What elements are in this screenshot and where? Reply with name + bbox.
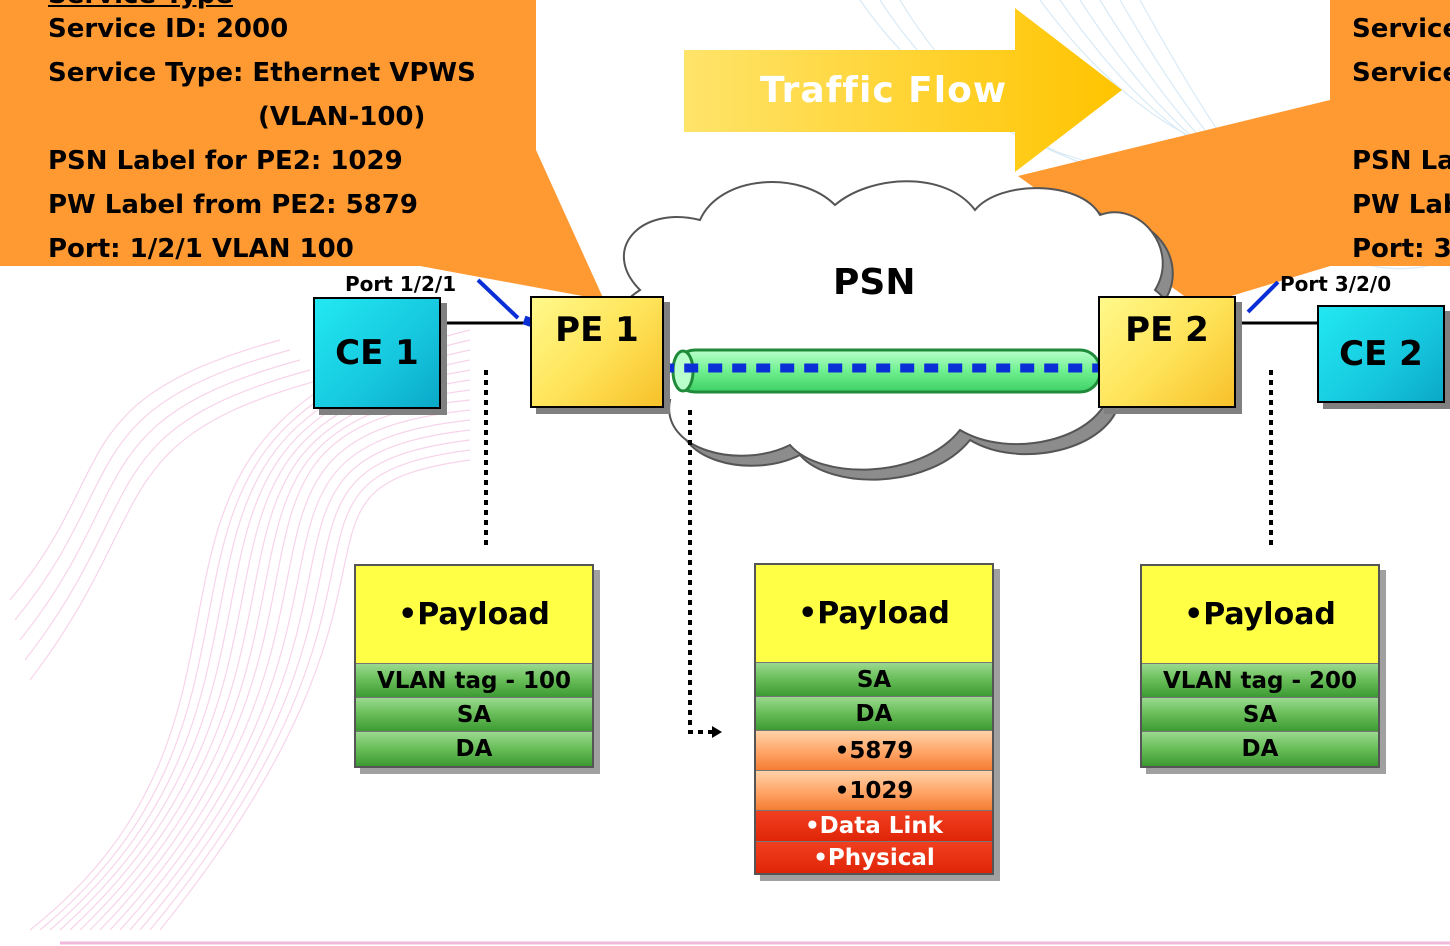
- right-callout-line-1: Service: [1352, 14, 1450, 44]
- left-callout-heading: Service Type: [48, 0, 233, 10]
- ce2-node: CE 2: [1317, 305, 1445, 403]
- left-vlan-cell: VLAN tag - 100: [356, 664, 592, 698]
- psn-label-cell: •1029: [756, 771, 992, 811]
- middle-da-cell: DA: [756, 697, 992, 731]
- right-payload-cell: •Payload: [1142, 566, 1378, 664]
- ce1-node: CE 1: [313, 297, 441, 409]
- port-left-label: Port 1/2/1: [345, 272, 457, 296]
- left-callout-service-type: Service Type: Ethernet VPWS: [48, 58, 476, 88]
- middle-payload-cell: •Payload: [756, 565, 992, 663]
- middle-sa-cell: SA: [756, 663, 992, 697]
- left-callout: Service Type Service ID: 2000 Service Ty…: [0, 0, 536, 266]
- data-link-cell: •Data Link: [756, 811, 992, 842]
- right-callout-line-3: PSN La: [1352, 146, 1450, 176]
- left-da-cell: DA: [356, 732, 592, 766]
- port-right-label: Port 3/2/0: [1280, 272, 1392, 296]
- left-callout-service-id: Service ID: 2000: [48, 14, 289, 44]
- left-callout-psn-label: PSN Label for PE2: 1029: [48, 146, 403, 176]
- port-right-pointer: [1246, 280, 1280, 314]
- right-callout-line-2: Service: [1352, 58, 1450, 88]
- right-sa-cell: SA: [1142, 698, 1378, 732]
- left-callout-port: Port: 1/2/1 VLAN 100: [48, 234, 354, 264]
- left-frame-stack: •Payload VLAN tag - 100 SA DA: [354, 564, 594, 768]
- left-payload-cell: •Payload: [356, 566, 592, 664]
- left-callout-vlan: (VLAN-100): [258, 102, 426, 132]
- pw-label-cell: •5879: [756, 731, 992, 771]
- right-callout-line-5: Port: 3: [1352, 234, 1450, 264]
- middle-frame-stack: •Payload SA DA •5879 •1029 •Data Link •P…: [754, 563, 994, 875]
- right-callout: Service Service PSN La PW Lab Port: 3: [1330, 0, 1450, 266]
- pe2-node: PE 2: [1098, 296, 1236, 408]
- left-sa-cell: SA: [356, 698, 592, 732]
- psn-label: PSN: [833, 262, 916, 303]
- right-callout-line-4: PW Lab: [1352, 190, 1450, 220]
- pe1-node: PE 1: [530, 296, 664, 408]
- middle-drop-line: [688, 410, 712, 734]
- left-callout-pw-label: PW Label from PE2: 5879: [48, 190, 418, 220]
- right-vlan-cell: VLAN tag - 200: [1142, 664, 1378, 698]
- port-left-pointer: [476, 278, 520, 320]
- right-da-cell: DA: [1142, 732, 1378, 766]
- right-frame-stack: •Payload VLAN tag - 200 SA DA: [1140, 564, 1380, 768]
- physical-cell: •Physical: [756, 842, 992, 873]
- traffic-flow-label: Traffic Flow: [760, 70, 1008, 111]
